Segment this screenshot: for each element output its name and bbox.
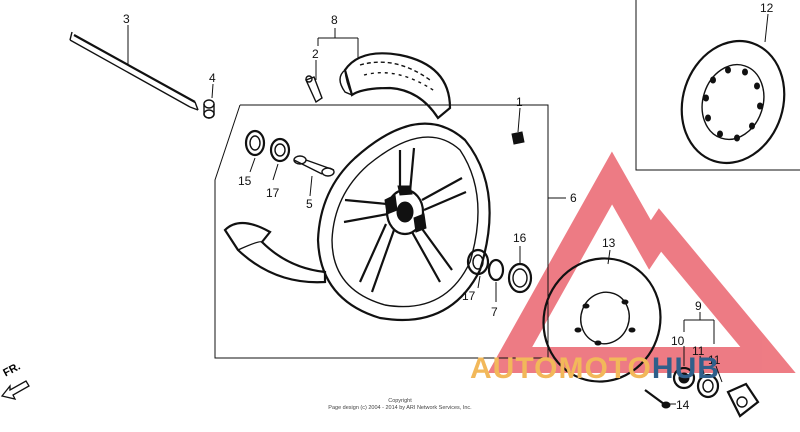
watermark-text: AUTOMOTOHUB xyxy=(470,352,720,386)
leader-lines xyxy=(127,13,769,405)
callout-11-right: 11 xyxy=(708,353,721,367)
assembly-frame xyxy=(214,104,549,359)
inset-frame xyxy=(635,0,800,171)
front-direction-arrow-icon xyxy=(0,380,30,400)
oil-seal-part-11 xyxy=(696,373,720,399)
copyright-line-1: Copyright xyxy=(388,398,412,404)
spacer-part-4 xyxy=(203,99,215,119)
callout-11-left: 11 xyxy=(692,344,705,358)
callout-17-left: 17 xyxy=(266,186,280,200)
callout-14: 14 xyxy=(676,398,690,412)
dust-seal-part-15 xyxy=(244,129,266,157)
callout-4: 4 xyxy=(209,71,216,85)
balance-weight-part-1 xyxy=(511,131,525,145)
brake-disc-part-13 xyxy=(542,257,662,383)
dust-seal-part-16 xyxy=(507,262,533,294)
retainer-part-7 xyxy=(487,258,505,282)
copyright-notice: Copyright Page design (c) 2004 - 2014 by… xyxy=(300,398,500,412)
tire-part-8 xyxy=(339,52,452,120)
callout-2: 2 xyxy=(312,47,319,61)
callouts: 3 4 2 8 1 6 15 17 5 16 17 7 7 13 12 9 10… xyxy=(123,1,774,412)
gear-retainer-part-10 xyxy=(672,366,696,390)
watermark-part-a: AUTO xyxy=(470,352,559,385)
bearing-part-17-right xyxy=(466,248,490,276)
wheel-part-6 xyxy=(316,122,491,322)
callout-8: 8 xyxy=(331,13,338,27)
callout-1: 1 xyxy=(516,95,523,109)
valve-part-2 xyxy=(305,75,323,104)
screw-part-14 xyxy=(644,389,671,409)
watermark-part-c: HUB xyxy=(651,352,720,385)
bearing-part-17-left xyxy=(269,137,291,163)
callout-13: 13 xyxy=(602,236,616,250)
gearbox-part-11-body xyxy=(726,382,760,418)
fender xyxy=(223,221,327,284)
callout-16: 16 xyxy=(513,231,527,245)
callout-7-right: 7 xyxy=(491,305,498,319)
callout-6: 6 xyxy=(570,191,577,205)
copyright-line-2: Page design (c) 2004 - 2014 by ARI Netwo… xyxy=(328,405,472,411)
callout-5: 5 xyxy=(306,197,313,211)
callout-9: 9 xyxy=(695,299,702,313)
callout-12: 12 xyxy=(760,1,774,15)
distance-collar-part-5 xyxy=(293,155,335,177)
callout-15: 15 xyxy=(238,174,252,188)
watermark-logo xyxy=(487,151,796,373)
callout-10: 10 xyxy=(671,334,685,348)
callout-3: 3 xyxy=(123,12,130,26)
brake-disc-part-12 xyxy=(680,39,786,165)
callout-17-right: 17 xyxy=(462,289,476,303)
watermark-part-b: MOTO xyxy=(558,352,652,385)
axle-part-3 xyxy=(69,31,199,111)
